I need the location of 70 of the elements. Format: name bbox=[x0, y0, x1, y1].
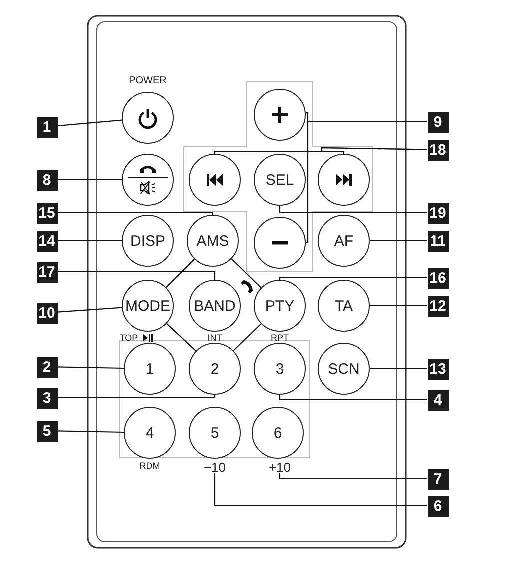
connector-line bbox=[233, 324, 262, 352]
connector-line bbox=[166, 323, 196, 352]
leader-line bbox=[214, 473, 428, 507]
leader-line bbox=[58, 179, 122, 181]
callout-number: 1 bbox=[36, 116, 58, 138]
callout-number: 11 bbox=[428, 230, 448, 252]
round-button: 1 bbox=[124, 343, 176, 395]
callout-number: 7 bbox=[428, 468, 448, 490]
callout-number: 16 bbox=[428, 268, 448, 288]
leader-line bbox=[58, 240, 122, 242]
round-button: DISP bbox=[122, 215, 174, 267]
callout-number: 19 bbox=[428, 202, 448, 224]
leader-line bbox=[279, 277, 428, 280]
leader-line bbox=[57, 430, 124, 434]
button-label: +10 bbox=[265, 460, 295, 474]
round-button: PTY bbox=[254, 280, 306, 332]
round-button bbox=[254, 89, 306, 141]
connector-line bbox=[231, 258, 262, 288]
callout-number: 2 bbox=[36, 356, 58, 378]
callout-number: 4 bbox=[428, 390, 448, 410]
leader-line bbox=[279, 473, 428, 480]
leader-line bbox=[370, 305, 428, 307]
callout-number: 12 bbox=[428, 296, 448, 316]
leader-line bbox=[57, 307, 122, 313]
round-button bbox=[189, 154, 241, 206]
leader-line bbox=[58, 271, 216, 280]
leader-line bbox=[306, 121, 428, 244]
round-button: TA bbox=[318, 280, 370, 332]
button-label: RDM bbox=[140, 461, 160, 471]
callout-number: 6 bbox=[428, 496, 448, 516]
round-button: SEL bbox=[254, 154, 306, 206]
callout-number: 8 bbox=[36, 170, 58, 190]
round-button: 3 bbox=[254, 343, 306, 395]
callout-number: 3 bbox=[36, 388, 58, 408]
round-button bbox=[122, 92, 174, 144]
leader-line bbox=[370, 368, 428, 370]
leader-line bbox=[279, 395, 428, 401]
button-label: −10 bbox=[200, 460, 230, 474]
callout-number: 15 bbox=[36, 202, 58, 224]
button-label: INT bbox=[208, 333, 222, 343]
round-button: SCN bbox=[318, 343, 370, 395]
round-button bbox=[254, 217, 306, 269]
button-label: TOP bbox=[120, 333, 138, 343]
callout-number: 13 bbox=[428, 358, 448, 380]
round-button: 6 bbox=[252, 407, 304, 459]
leader-line bbox=[58, 395, 216, 399]
button-label: RPT bbox=[271, 333, 289, 343]
leader-line bbox=[57, 366, 124, 370]
leader-line bbox=[57, 120, 122, 127]
button-label: POWER bbox=[129, 76, 167, 86]
connector-line bbox=[166, 259, 195, 288]
leader-line bbox=[58, 212, 214, 215]
round-button: MODE bbox=[122, 280, 174, 332]
round-button: BAND bbox=[189, 280, 241, 332]
round-button: 4 bbox=[124, 407, 176, 459]
round-button: AMS bbox=[187, 215, 239, 267]
leader-line bbox=[370, 240, 428, 242]
round-button: 2 bbox=[189, 343, 241, 395]
round-button bbox=[318, 154, 370, 206]
callout-number: 10 bbox=[36, 302, 58, 324]
callout-number: 17 bbox=[36, 262, 58, 282]
round-button: 5 bbox=[189, 407, 241, 459]
callout-number: 18 bbox=[428, 140, 448, 160]
round-button bbox=[122, 154, 174, 206]
leader-line bbox=[321, 147, 428, 154]
leader-line bbox=[279, 206, 428, 214]
callout-number: 14 bbox=[36, 230, 58, 252]
callout-number: 9 bbox=[428, 112, 448, 132]
round-button: AF bbox=[318, 215, 370, 267]
callout-number: 5 bbox=[36, 420, 58, 442]
